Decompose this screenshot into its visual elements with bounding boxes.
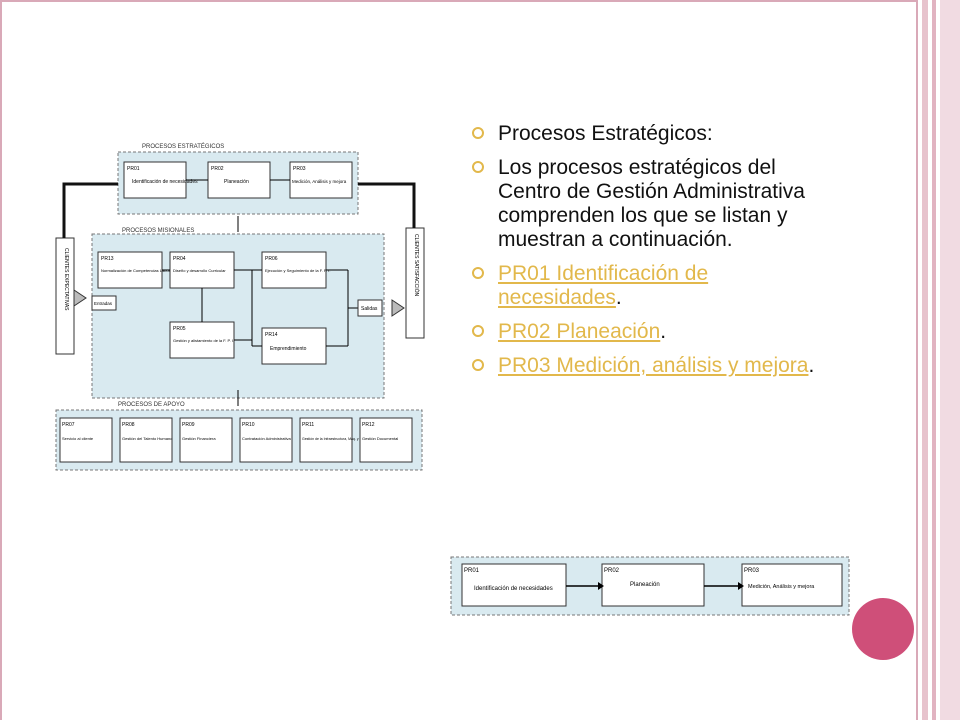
bullet-title: Procesos Estratégicos: [498,122,713,145]
apoyo-code: PR10 [242,422,255,428]
section-apoyo-label: PROCESOS DE APOYO [118,402,185,408]
section-estrategicos-label: PROCESOS ESTRATÉGICOS [142,143,224,150]
est-name: Medición, Análisis y mejora [292,179,347,184]
est-code: PR02 [211,166,224,172]
apoyo-boxes: PR07 Servicio al cliente PR08 Gestión de… [59,417,413,463]
decor-circle [852,598,914,660]
apoyo-name: Gestión Financiera [182,436,216,441]
left-side-label: CLIENTES EXPECTATIVAS [63,248,69,311]
list-item: PR03 Medición, análisis y mejora. [472,354,832,378]
estrategicos-boxes: PR01 Identificación de necesidades PR02 … [123,161,353,199]
bullet-marker-icon [472,325,484,337]
apoyo-code: PR12 [362,422,375,428]
mis-name: Emprendimiento [270,346,307,352]
strategic-process-strip: PR01 Identificación de necesidades PR02 … [450,556,850,616]
apoyo-code: PR09 [182,422,195,428]
mis-code: PR14 [265,332,278,338]
section-misionales-label: PROCESOS MISIONALES [122,228,194,234]
bullet-marker-icon [472,359,484,371]
mis-code: PR06 [265,256,278,262]
list-item: Procesos Estratégicos: [472,122,832,146]
entradas-label: Entradas [94,301,113,306]
link-pr02[interactable]: PR02 Planeación [498,320,661,343]
strip-code: PR02 [604,568,620,574]
est-name: Identificación de necesidades [132,179,198,185]
link-pr01[interactable]: PR01 Identificación de necesidades [498,262,709,309]
apoyo-code: PR07 [62,422,75,428]
slide-border [0,0,918,720]
bullet-description: Los procesos estratégicos del Centro de … [498,156,805,251]
process-map-diagram: PROCESOS ESTRATÉGICOS PR01 Identificació… [52,138,426,476]
strip-code: PR01 [464,568,480,574]
right-side-label: CLIENTES SATISFACCIÓN [413,234,420,297]
strip-name: Medición, Análisis y mejora [748,584,815,590]
list-item: PR02 Planeación. [472,320,832,344]
mis-code: PR04 [173,256,186,262]
strip-code: PR03 [744,568,760,574]
apoyo-name: Gestión Documental [362,436,398,441]
est-code: PR03 [293,166,306,172]
strip-name: Identificación de necesidades [474,586,553,592]
decor-stripe [922,0,928,720]
est-code: PR01 [127,166,140,172]
mis-name: Normalización de Competencias Laborales [101,268,177,273]
link-suffix: . [808,354,815,377]
strip-name: Planeación [630,582,660,588]
apoyo-code: PR08 [122,422,135,428]
apoyo-name: Servicio al cliente [62,436,94,441]
mis-name: Gestión y alistamiento de la F. P. I. [173,338,234,343]
mis-code: PR05 [173,326,186,332]
mis-name: Ejecución y Seguimiento de la F. P. I. [265,268,331,273]
apoyo-name: Gestión de la Infraestructura, Maq. y eq… [302,437,372,441]
mis-code: PR13 [101,256,114,262]
apoyo-name: Contratación Administrativa [242,436,291,441]
link-suffix: . [660,320,667,343]
apoyo-code: PR11 [302,422,314,428]
decor-stripe [932,0,936,720]
misionales-boxes: PR13 Normalización de Competencias Labor… [97,251,358,365]
apoyo-name: Gestión del Talento Humano [122,436,173,441]
bullet-list: Procesos Estratégicos: Los procesos estr… [472,122,832,388]
link-pr03[interactable]: PR03 Medición, análisis y mejora [498,354,809,377]
bullet-marker-icon [472,267,484,279]
bullet-marker-icon [472,161,484,173]
link-suffix: . [615,286,622,309]
list-item: PR01 Identificación de necesidades. [472,262,832,310]
salidas-label: Salidas [361,306,378,312]
est-name: Planeación [224,179,249,185]
decor-stripe [940,0,960,720]
list-item: Los procesos estratégicos del Centro de … [472,156,832,252]
bullet-marker-icon [472,127,484,139]
mis-name: Diseño y desarrollo Curricular [173,268,226,273]
